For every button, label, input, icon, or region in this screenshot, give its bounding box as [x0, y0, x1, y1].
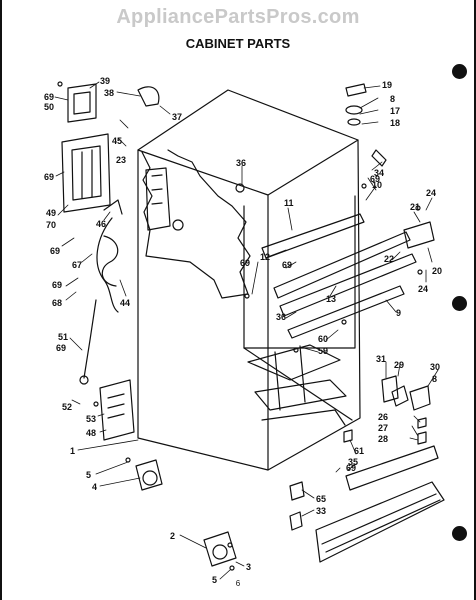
page-number: 6: [235, 579, 241, 588]
callout-label: 12: [260, 252, 270, 262]
callout-label: 29: [394, 360, 404, 370]
callout-label: 69: [370, 174, 380, 184]
callout-label: 69: [52, 280, 62, 290]
callout-label: 9: [396, 308, 401, 318]
callout-label: 49: [46, 208, 56, 218]
callout-label: 69: [56, 343, 66, 353]
callout-label: 60: [318, 334, 328, 344]
callout-label: 24: [418, 284, 428, 294]
callout-label: 5: [86, 470, 91, 480]
callout-label: 1: [70, 446, 75, 456]
callout-label: 11: [284, 198, 294, 208]
callout-label: 26: [378, 412, 388, 422]
shelf-supports: [261, 149, 435, 339]
callout-label: 2: [170, 531, 175, 541]
callout-label: 5: [212, 575, 217, 585]
page-title: CABINET PARTS: [185, 36, 291, 51]
binder-hole-bottom: [452, 526, 467, 541]
callout-label: 24: [426, 188, 436, 198]
callout-label: 34: [374, 168, 384, 178]
callout-label: 18: [390, 118, 400, 128]
callout-label: 51: [58, 332, 68, 342]
callout-label: 19: [382, 80, 392, 90]
screws: [57, 81, 423, 571]
callout-label: 50: [44, 102, 54, 112]
callout-label: 8: [432, 374, 437, 384]
callout-label: 65: [316, 494, 326, 504]
callout-label: 4: [92, 482, 97, 492]
callout-label: 61: [354, 446, 364, 456]
callout-label: 27: [378, 423, 388, 433]
callout-label: 67: [72, 260, 82, 270]
callout-label: 22: [384, 254, 394, 264]
callout-label: 31: [376, 354, 386, 364]
callout-label: 21: [410, 202, 420, 212]
callout-label: 30: [430, 362, 440, 372]
callout-label: 10: [372, 180, 382, 190]
callout-label: 46: [96, 219, 106, 229]
watermark: AppliancePartsPros.com: [116, 6, 360, 28]
roller-assemblies: [135, 459, 237, 567]
callout-label: 35: [348, 457, 358, 467]
callout-label: 45: [112, 136, 122, 146]
control-components: [61, 83, 160, 441]
left-border: [0, 0, 2, 600]
callout-label: 36: [236, 158, 246, 168]
callout-label: 44: [120, 298, 130, 308]
callout-label: 39: [100, 76, 110, 86]
callout-label: 48: [86, 428, 96, 438]
binder-hole-middle: [452, 296, 467, 311]
callout-label: 69: [240, 258, 250, 268]
callout-label: 69: [50, 246, 60, 256]
callout-label: 28: [378, 434, 388, 444]
callout-label: 59: [318, 346, 328, 356]
callout-label: 70: [46, 220, 56, 230]
cabinet-body: [137, 89, 361, 471]
callout-label: 8: [390, 94, 395, 104]
callout-label: 69: [346, 463, 356, 473]
callout-label: 53: [86, 414, 96, 424]
callout-label: 69: [282, 260, 292, 270]
leader-lines: [54, 81, 439, 580]
callout-label: 69: [44, 92, 54, 102]
callout-label: 38: [104, 88, 114, 98]
callout-label: 37: [172, 112, 182, 122]
callout-labels: 69 50 39 38 37 45 23 69 49 70 46 69 67 4…: [44, 76, 442, 585]
right-border: [474, 0, 476, 600]
callout-label: 23: [116, 155, 126, 165]
cabinet-back-panel-torn: [141, 149, 251, 299]
binder-hole-top: [452, 64, 467, 79]
base-grille: [289, 445, 445, 563]
callout-label: 3: [246, 562, 251, 572]
callout-label: 33: [316, 506, 326, 516]
callout-label: 17: [390, 106, 400, 116]
callout-label: 36: [276, 312, 286, 322]
callout-label: 52: [62, 402, 72, 412]
callout-label: 68: [52, 298, 62, 308]
callout-label: 13: [326, 294, 336, 304]
callout-label: 20: [432, 266, 442, 276]
hinge-components: [343, 83, 431, 445]
callout-label: 69: [44, 172, 54, 182]
